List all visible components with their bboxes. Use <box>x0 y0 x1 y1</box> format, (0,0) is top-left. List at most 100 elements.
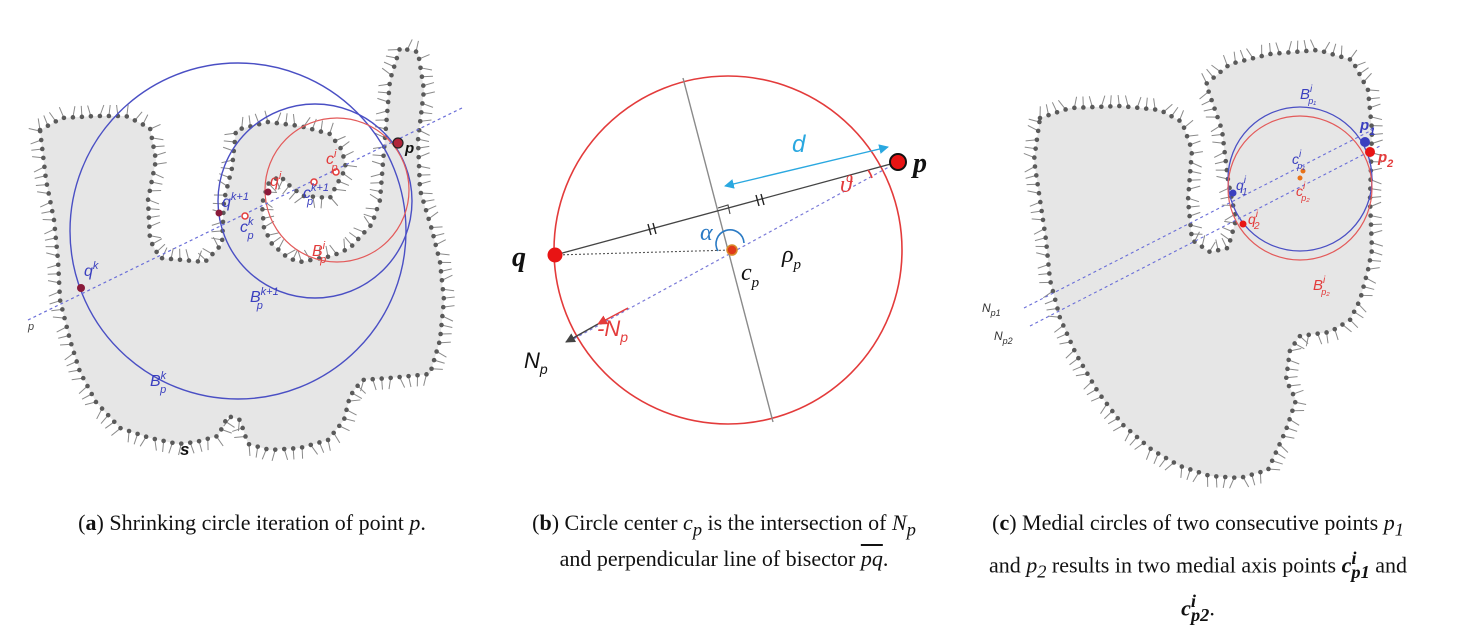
boundary-point <box>1249 472 1255 477</box>
boundary-point <box>140 122 146 127</box>
boundary-point <box>431 233 436 239</box>
boundary-point <box>341 154 346 159</box>
boundary-point <box>228 414 234 420</box>
boundary-point <box>1068 339 1073 345</box>
boundary-point <box>1361 79 1366 85</box>
boundary-point <box>1365 266 1371 272</box>
boundary-point <box>388 375 393 381</box>
boundary-point <box>93 399 99 405</box>
boundary-point <box>1347 57 1353 62</box>
boundary-point <box>397 374 402 380</box>
boundary-point <box>404 47 410 52</box>
boundary-point <box>1277 50 1282 56</box>
boundary-point <box>1285 366 1290 372</box>
point-q2 <box>1239 220 1247 228</box>
label-p2: p2 <box>1377 149 1393 170</box>
boundary-point <box>391 64 397 69</box>
label-s: s <box>180 440 189 459</box>
boundary-point <box>225 184 230 189</box>
boundary-point <box>383 126 389 132</box>
boundary-point <box>69 341 74 347</box>
boundary-point <box>39 146 45 152</box>
boundary-point <box>1290 408 1295 414</box>
boundary-point <box>437 260 443 265</box>
boundary-point <box>1357 71 1362 77</box>
boundary-point <box>1185 195 1191 201</box>
boundary-point <box>1186 186 1192 192</box>
label-edge-p: p <box>27 321 34 333</box>
boundary-point <box>243 434 248 439</box>
arrow-N <box>565 323 599 343</box>
boundary-point <box>281 446 287 452</box>
boundary-point <box>1321 49 1327 55</box>
boundary-point <box>308 257 313 263</box>
boundary-point <box>1218 123 1223 128</box>
boundary-point <box>420 101 425 106</box>
point-c-p-k <box>241 212 249 220</box>
boundary-point <box>1284 375 1289 381</box>
boundary-point <box>438 331 443 337</box>
angle-alpha-arc <box>715 229 745 252</box>
boundary-point <box>1332 326 1338 332</box>
circle-B-p2 <box>1227 115 1373 261</box>
boundary-point <box>274 120 280 126</box>
boundary-point <box>232 139 238 145</box>
boundary-point <box>1215 114 1220 120</box>
boundary-point <box>159 255 165 261</box>
boundary-point <box>386 90 392 96</box>
boundary-point <box>1127 428 1133 434</box>
point-p <box>392 137 404 149</box>
boundary-point <box>1163 455 1169 461</box>
boundary-point <box>1085 371 1090 377</box>
boundary-point <box>1292 341 1297 346</box>
segment-q-c <box>554 249 733 256</box>
point-c-p-k1 <box>310 178 318 186</box>
boundary-point <box>1358 293 1364 298</box>
boundary-point <box>151 170 156 176</box>
boundary-point <box>294 188 299 194</box>
boundary-point <box>1223 158 1229 164</box>
boundary-point <box>1280 433 1286 439</box>
boundary-point <box>1110 408 1115 414</box>
boundary-point <box>220 219 226 225</box>
boundary-point <box>283 121 289 127</box>
boundary-point <box>1057 314 1063 320</box>
boundary-point <box>161 438 166 444</box>
boundary-point <box>406 373 411 379</box>
boundary-point <box>223 419 228 424</box>
boundary-point <box>1099 104 1104 110</box>
label-neg-N: -Np <box>597 316 628 345</box>
boundary-point <box>106 113 112 119</box>
boundary-point <box>436 340 442 346</box>
boundary-point <box>219 427 224 432</box>
boundary-point <box>308 442 314 448</box>
boundary-point <box>44 182 50 187</box>
boundary-point <box>1032 155 1037 160</box>
boundary-point <box>1071 347 1077 353</box>
boundary-point <box>186 258 192 263</box>
boundary-point <box>1268 51 1273 57</box>
boundary-point <box>178 441 184 446</box>
boundary-point <box>147 126 153 132</box>
boundary-point <box>265 119 271 125</box>
boundary-point <box>71 350 77 356</box>
boundary-point <box>1043 235 1048 240</box>
boundary-point <box>416 56 422 62</box>
boundary-point <box>1199 244 1205 249</box>
boundary-point <box>41 155 46 161</box>
boundary-point <box>1222 474 1228 480</box>
boundary-point <box>421 83 426 88</box>
boundary-point <box>66 333 72 338</box>
label-N-p2: Np2 <box>994 329 1013 346</box>
boundary-point <box>149 241 155 247</box>
boundary-point <box>1204 81 1210 86</box>
boundary-point <box>1340 322 1345 327</box>
boundary-point <box>397 47 402 52</box>
boundary-point <box>237 417 242 423</box>
boundary-point <box>1187 142 1193 147</box>
point-q <box>547 247 563 263</box>
boundary-point <box>89 391 95 397</box>
